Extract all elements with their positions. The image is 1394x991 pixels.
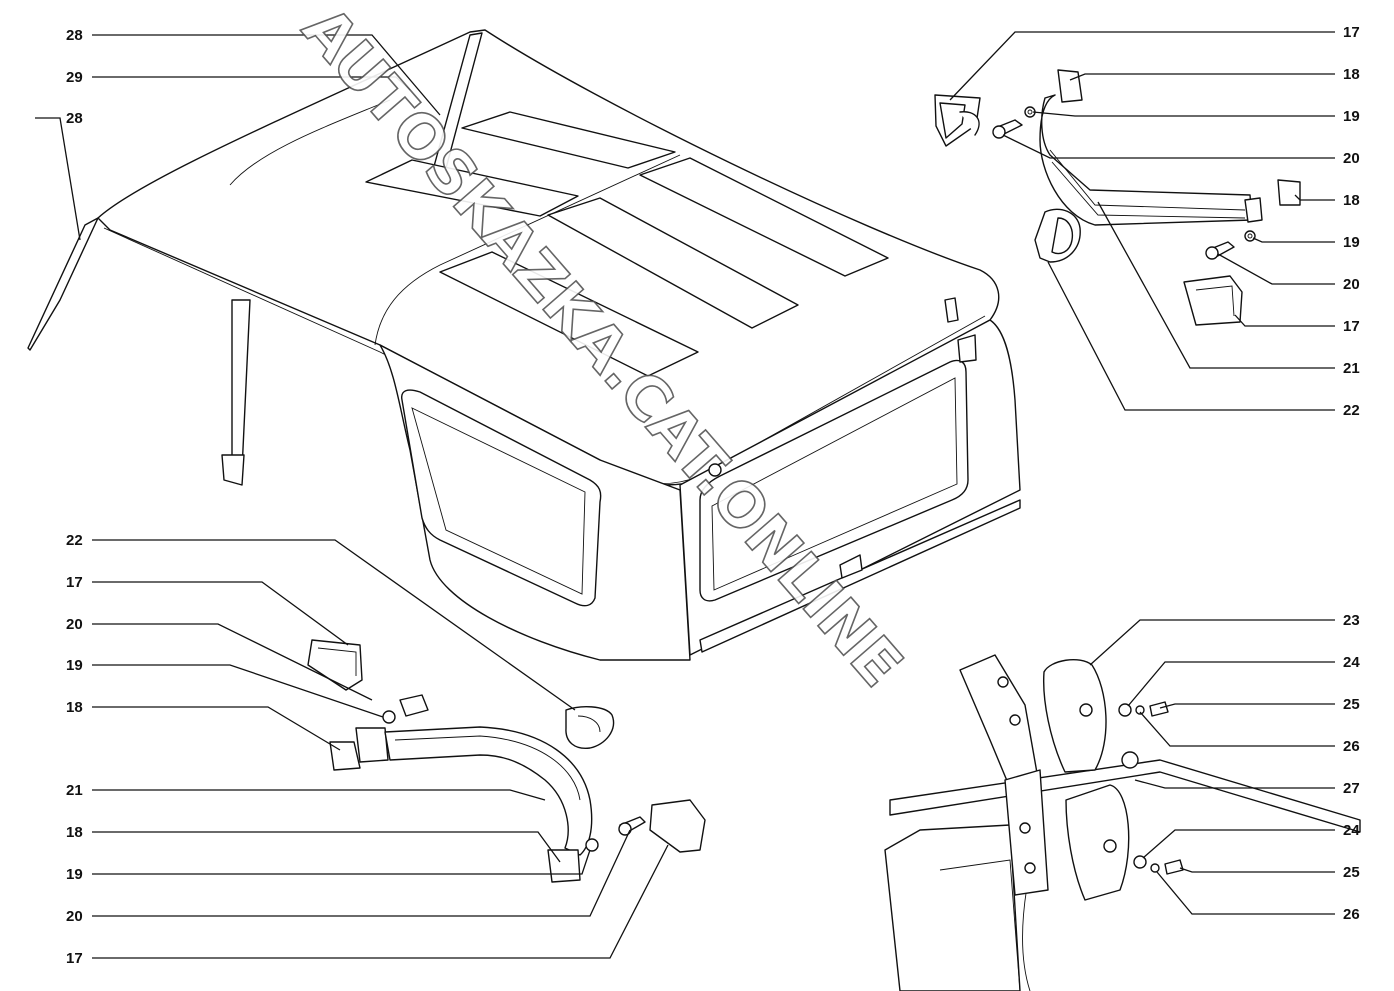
callout-27: 27 bbox=[1343, 780, 1360, 797]
callout-17: 17 bbox=[66, 574, 83, 591]
callout-labels: 28 29 28 17 18 19 20 18 19 20 17 21 22 2… bbox=[66, 24, 1360, 967]
callout-18: 18 bbox=[66, 699, 83, 716]
callout-20: 20 bbox=[66, 616, 83, 633]
hardtop-roof bbox=[27, 29, 1021, 661]
callout-19: 19 bbox=[66, 657, 83, 674]
callout-22: 22 bbox=[66, 532, 83, 549]
callout-17: 17 bbox=[1343, 318, 1360, 335]
callout-21: 21 bbox=[66, 782, 83, 799]
callout-18: 18 bbox=[1343, 66, 1360, 83]
callout-26: 26 bbox=[1343, 738, 1360, 755]
callout-20: 20 bbox=[1343, 150, 1360, 167]
callout-22: 22 bbox=[1343, 402, 1360, 419]
callout-21: 21 bbox=[1343, 360, 1360, 377]
callout-18: 18 bbox=[1343, 192, 1360, 209]
callout-24: 24 bbox=[1343, 822, 1360, 839]
callout-24: 24 bbox=[1343, 654, 1360, 671]
callout-17: 17 bbox=[1343, 24, 1360, 41]
callout-23: 23 bbox=[1343, 612, 1360, 629]
callout-19: 19 bbox=[1343, 234, 1360, 251]
grab-handle-assembly-left bbox=[307, 639, 706, 883]
callout-18: 18 bbox=[66, 824, 83, 841]
tailgate-hinge-assembly bbox=[884, 654, 1361, 991]
callout-19: 19 bbox=[66, 866, 83, 883]
callout-20: 20 bbox=[1343, 276, 1360, 293]
callout-26: 26 bbox=[1343, 906, 1360, 923]
callout-17: 17 bbox=[66, 950, 83, 967]
grab-handle-assembly-right bbox=[934, 69, 1301, 326]
callout-20: 20 bbox=[66, 908, 83, 925]
callout-19: 19 bbox=[1343, 108, 1360, 125]
callout-29: 29 bbox=[66, 69, 83, 86]
callout-28: 28 bbox=[66, 27, 83, 44]
callout-28: 28 bbox=[66, 110, 83, 127]
leader-lines bbox=[35, 31, 1335, 959]
callout-25: 25 bbox=[1343, 696, 1360, 713]
callout-25: 25 bbox=[1343, 864, 1360, 881]
